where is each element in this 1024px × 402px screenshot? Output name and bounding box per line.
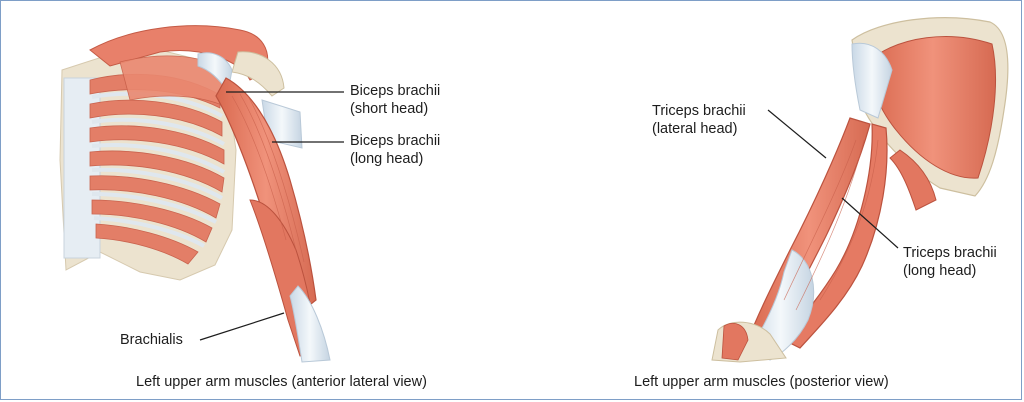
elbow-tendon <box>289 285 331 363</box>
posterior-view-illustration <box>711 17 1009 363</box>
label-biceps-long-line1: Biceps brachii <box>350 133 441 149</box>
label-triceps-long-line1: Triceps brachii <box>903 245 997 261</box>
triceps-fibers <box>783 139 879 311</box>
biceps-fibers <box>231 93 305 263</box>
caption-posterior-view: Left upper arm muscles (posterior view) <box>634 374 889 390</box>
teres-muscle <box>889 149 937 211</box>
label-biceps-long-line2: (long head) <box>350 151 424 167</box>
label-triceps-lateral-line2: (lateral head) <box>652 121 738 137</box>
label-biceps-long-head: Biceps brachii (long head) <box>350 132 440 168</box>
label-triceps-lateral-line1: Triceps brachii <box>652 103 746 119</box>
leader-triceps-long <box>841 197 899 249</box>
label-biceps-short-head: Biceps brachii (short head) <box>350 82 440 118</box>
triceps-long-head <box>783 123 888 349</box>
scapular-muscles <box>869 36 996 179</box>
leader-triceps-lateral <box>767 109 827 159</box>
label-biceps-short-line1: Biceps brachii <box>350 83 441 99</box>
caption-anterior-view: Left upper arm muscles (anterior lateral… <box>136 374 427 390</box>
shoulder-tendon <box>851 42 893 119</box>
label-brachialis: Brachialis <box>120 332 183 348</box>
label-triceps-long-head: Triceps brachii (long head) <box>903 244 997 280</box>
label-biceps-short-line2: (short head) <box>350 101 429 117</box>
anterior-view-illustration <box>59 25 331 363</box>
forearm-muscle-stub <box>721 323 749 361</box>
leader-lines <box>199 91 899 341</box>
label-triceps-lateral-head: Triceps brachii (lateral head) <box>652 102 746 138</box>
label-triceps-long-line2: (long head) <box>903 263 977 279</box>
leader-brachialis <box>199 312 285 341</box>
